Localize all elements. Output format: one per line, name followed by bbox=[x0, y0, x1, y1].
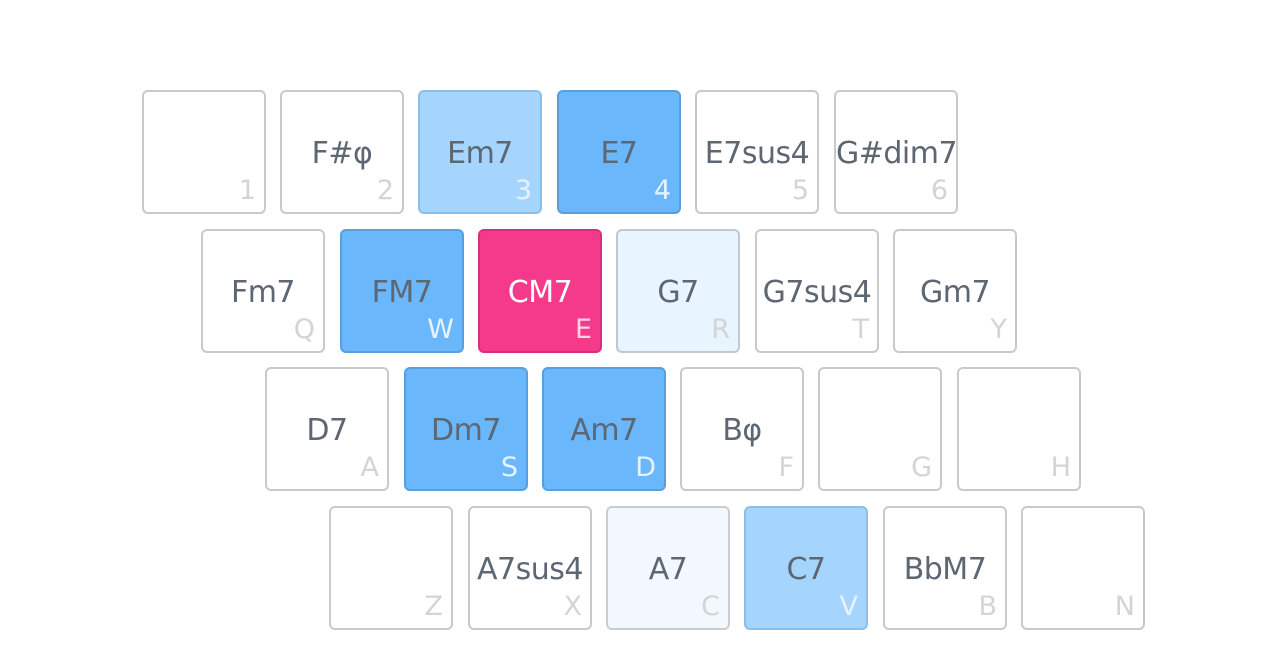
chord-label: BbM7 bbox=[903, 552, 987, 587]
chord-key-q[interactable]: Fm7 Q bbox=[201, 229, 325, 353]
hotkey-label: B bbox=[978, 591, 997, 622]
hotkey-label: 1 bbox=[238, 175, 256, 206]
hotkey-label: A bbox=[360, 452, 379, 483]
chord-key-2[interactable]: F#φ 2 bbox=[280, 90, 404, 214]
chord-label: Am7 bbox=[570, 413, 638, 448]
hotkey-label: G bbox=[911, 452, 932, 483]
hotkey-label: V bbox=[839, 591, 858, 622]
hotkey-label: N bbox=[1114, 591, 1135, 622]
chord-key-t[interactable]: G7sus4 T bbox=[755, 229, 879, 353]
chord-key-v[interactable]: C7 V bbox=[744, 506, 868, 630]
chord-label: Fm7 bbox=[230, 275, 296, 310]
chord-key-h[interactable]: H bbox=[957, 367, 1081, 491]
chord-label: C7 bbox=[786, 552, 826, 587]
chord-key-5[interactable]: E7sus4 5 bbox=[695, 90, 819, 214]
chord-key-1[interactable]: 1 bbox=[142, 90, 266, 214]
hotkey-label: X bbox=[563, 591, 583, 622]
chord-key-r[interactable]: G7 R bbox=[616, 229, 740, 353]
chord-key-e[interactable]: CM7 E bbox=[478, 229, 602, 353]
chord-key-6[interactable]: G#dim7 6 bbox=[834, 90, 958, 214]
chord-key-3[interactable]: Em7 3 bbox=[418, 90, 542, 214]
hotkey-label: D bbox=[635, 452, 656, 483]
chord-label: Em7 bbox=[447, 136, 513, 171]
chord-key-c[interactable]: A7 C bbox=[606, 506, 730, 630]
chord-key-z[interactable]: Z bbox=[329, 506, 453, 630]
chord-label: E7 bbox=[600, 136, 638, 171]
hotkey-label: 2 bbox=[376, 175, 394, 206]
chord-key-d[interactable]: Am7 D bbox=[542, 367, 666, 491]
chord-key-x[interactable]: A7sus4 X bbox=[468, 506, 592, 630]
chord-label: D7 bbox=[306, 413, 348, 448]
hotkey-label: Q bbox=[293, 314, 315, 345]
chord-label: Bφ bbox=[722, 413, 762, 448]
hotkey-label: 4 bbox=[653, 175, 671, 206]
hotkey-label: C bbox=[701, 591, 720, 622]
chord-key-w[interactable]: FM7 W bbox=[340, 229, 464, 353]
chord-label: CM7 bbox=[507, 275, 573, 310]
chord-key-a[interactable]: D7 A bbox=[265, 367, 389, 491]
chord-key-s[interactable]: Dm7 S bbox=[404, 367, 528, 491]
hotkey-label: W bbox=[427, 314, 454, 345]
chord-key-y[interactable]: Gm7 Y bbox=[893, 229, 1017, 353]
chord-label: G7sus4 bbox=[762, 275, 872, 310]
chord-key-n[interactable]: N bbox=[1021, 506, 1145, 630]
hotkey-label: H bbox=[1050, 452, 1071, 483]
chord-label: A7 bbox=[648, 552, 688, 587]
hotkey-label: 6 bbox=[930, 175, 948, 206]
hotkey-label: E bbox=[574, 314, 592, 345]
hotkey-label: 5 bbox=[791, 175, 809, 206]
chord-label: E7sus4 bbox=[704, 136, 810, 171]
hotkey-label: S bbox=[500, 452, 518, 483]
hotkey-label: R bbox=[711, 314, 730, 345]
chord-label: A7sus4 bbox=[477, 552, 583, 587]
hotkey-label: 3 bbox=[514, 175, 532, 206]
hotkey-label: F bbox=[778, 452, 794, 483]
chord-label: Dm7 bbox=[431, 413, 501, 448]
chord-key-4[interactable]: E7 4 bbox=[557, 90, 681, 214]
hotkey-label: Z bbox=[424, 591, 444, 622]
chord-label: G7 bbox=[657, 275, 699, 310]
hotkey-label: Y bbox=[990, 314, 1008, 345]
chord-key-g[interactable]: G bbox=[818, 367, 942, 491]
chord-key-b[interactable]: BbM7 B bbox=[883, 506, 1007, 630]
chord-label: Gm7 bbox=[919, 275, 991, 310]
chord-label: G#dim7 bbox=[836, 136, 958, 171]
hotkey-label: T bbox=[852, 314, 870, 345]
chord-label: FM7 bbox=[371, 275, 433, 310]
chord-key-f[interactable]: Bφ F bbox=[680, 367, 804, 491]
chord-label: F#φ bbox=[311, 136, 373, 171]
